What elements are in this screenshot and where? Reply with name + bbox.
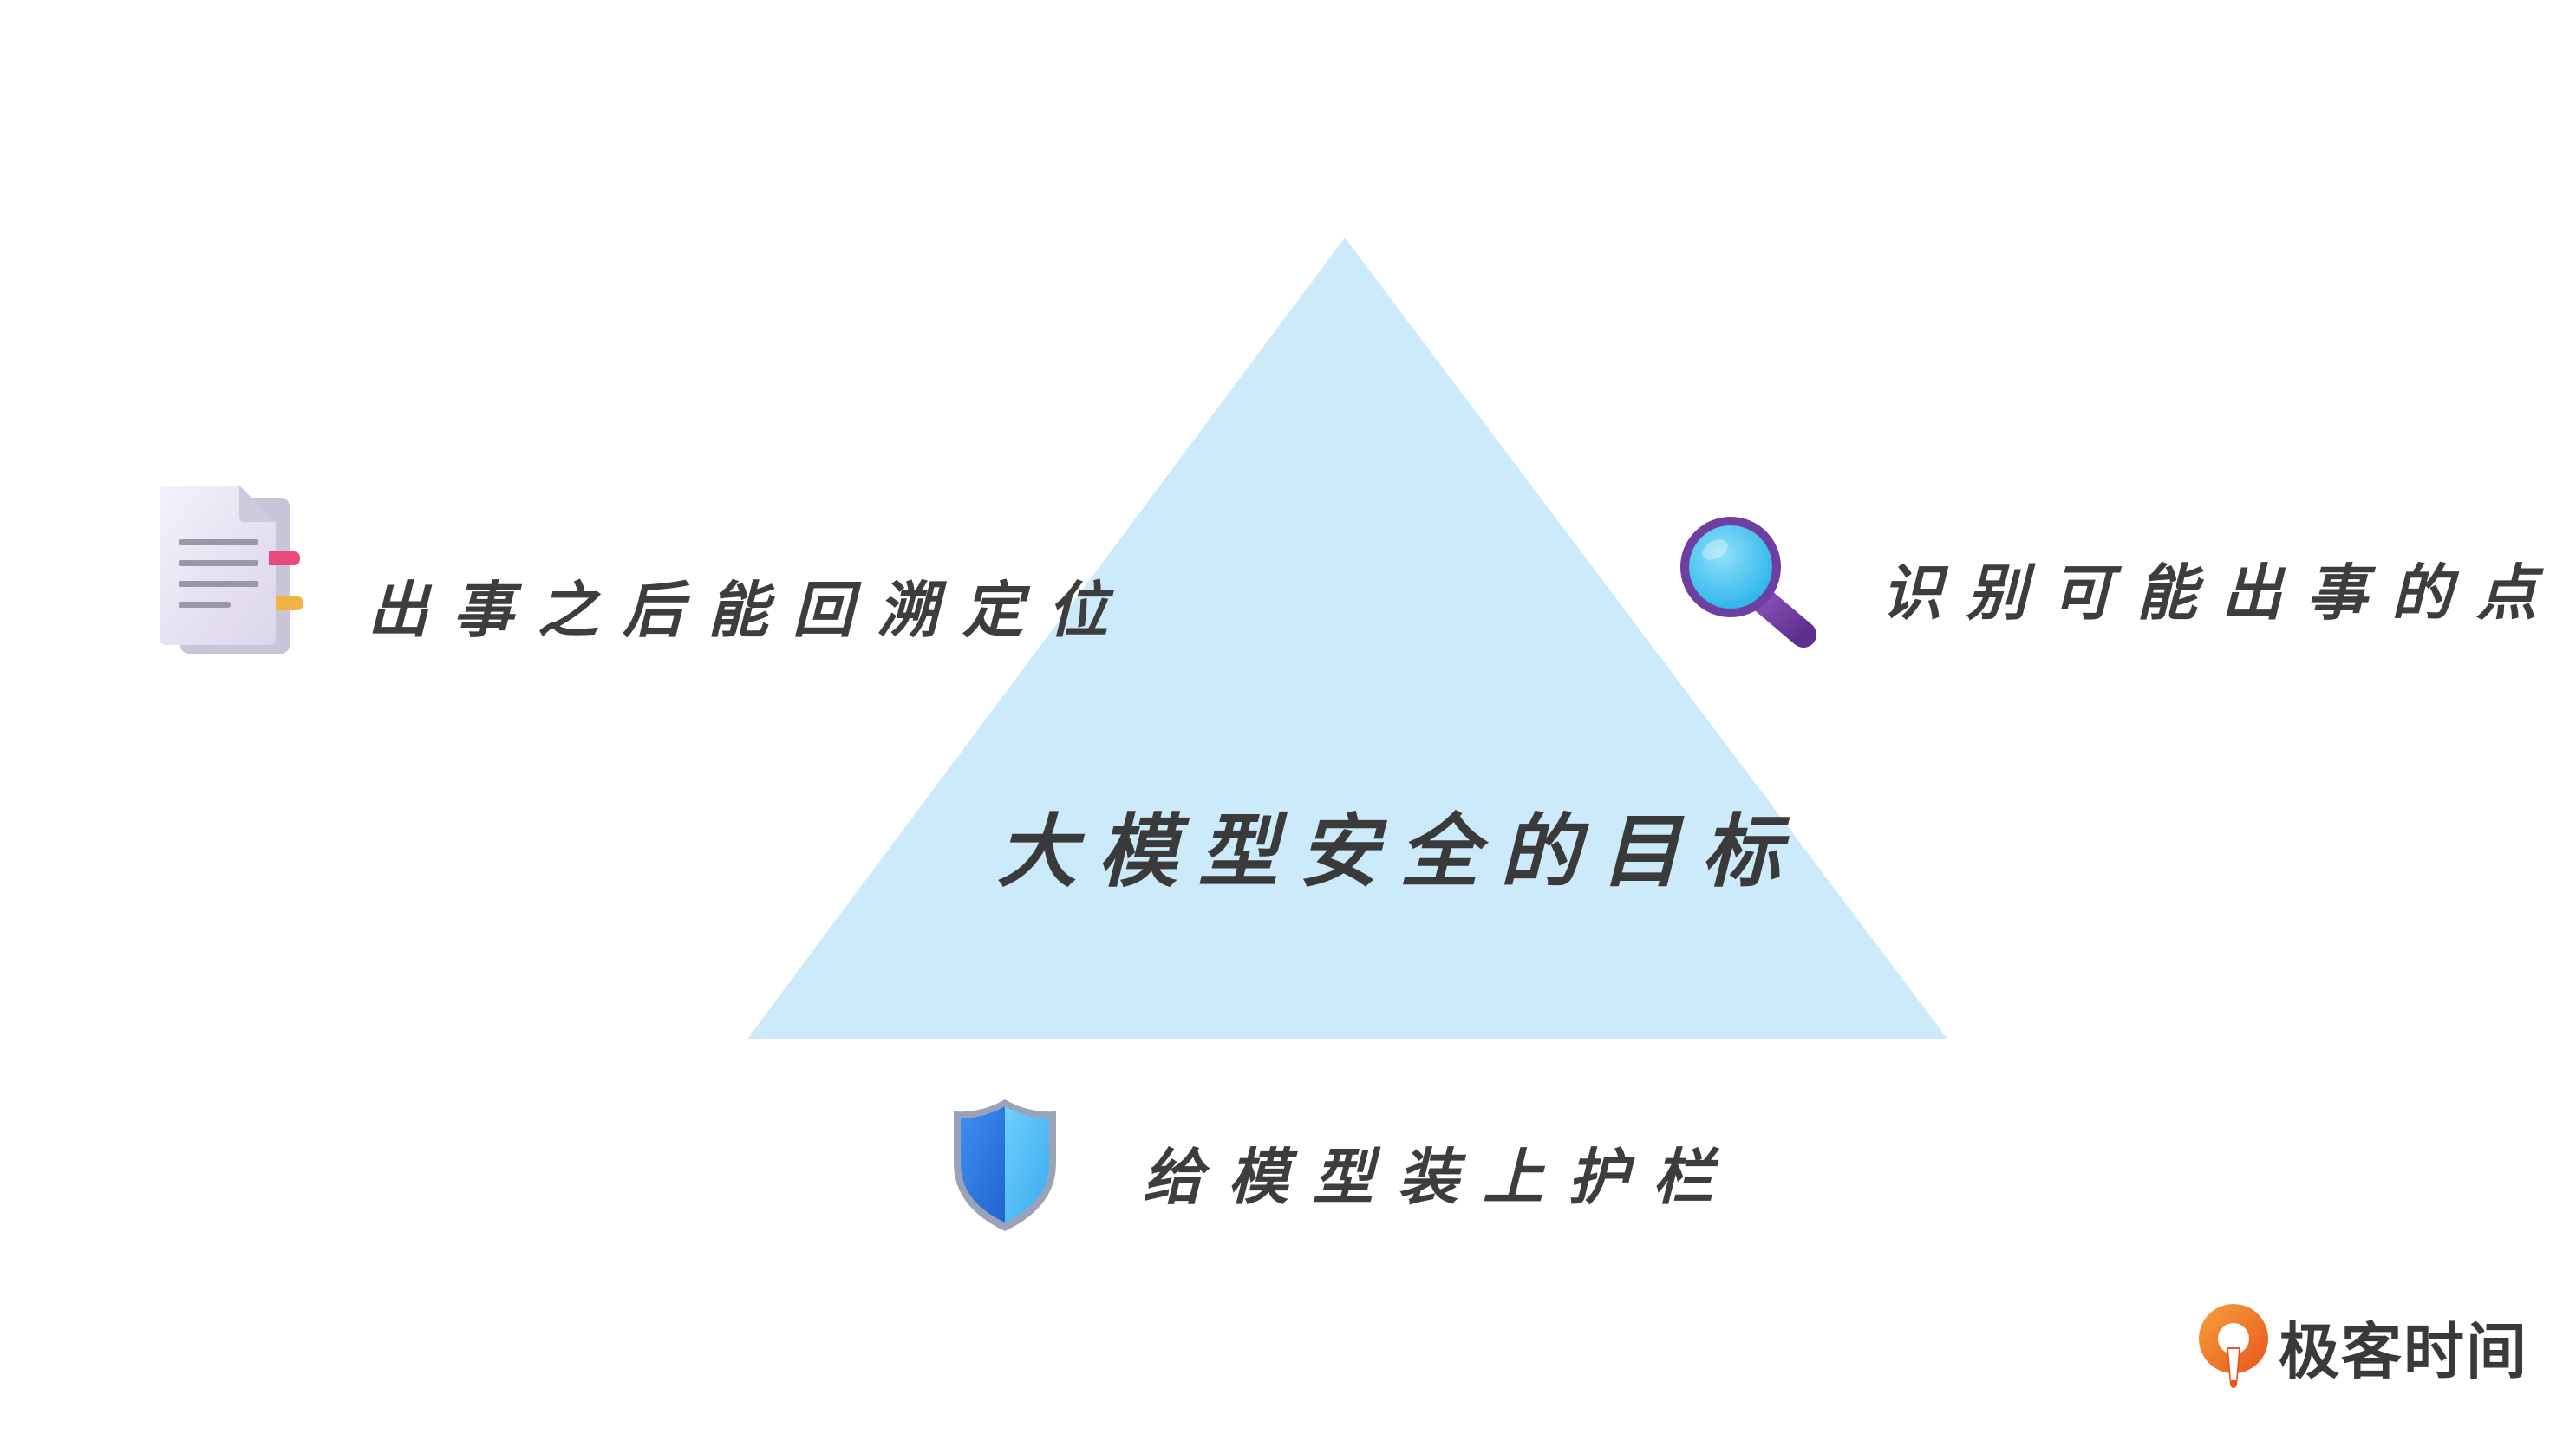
brand-name: 极客时间	[2279, 1315, 2528, 1387]
right-label: 识别可能出事的点	[1881, 557, 2561, 629]
triangle-shape	[747, 238, 1947, 1039]
left-label: 出事之后能回溯定位	[368, 575, 1132, 646]
magnifier-icon	[1680, 517, 1816, 648]
bottom-label: 给模型装上护栏	[1143, 1142, 1738, 1213]
brand-logo: 极客时间	[2194, 1299, 2528, 1394]
document-icon	[160, 486, 303, 654]
brand-logo-icon	[2199, 1304, 2268, 1388]
center-label: 大模型安全的目标	[997, 805, 1803, 898]
shield-icon	[954, 1099, 1056, 1231]
